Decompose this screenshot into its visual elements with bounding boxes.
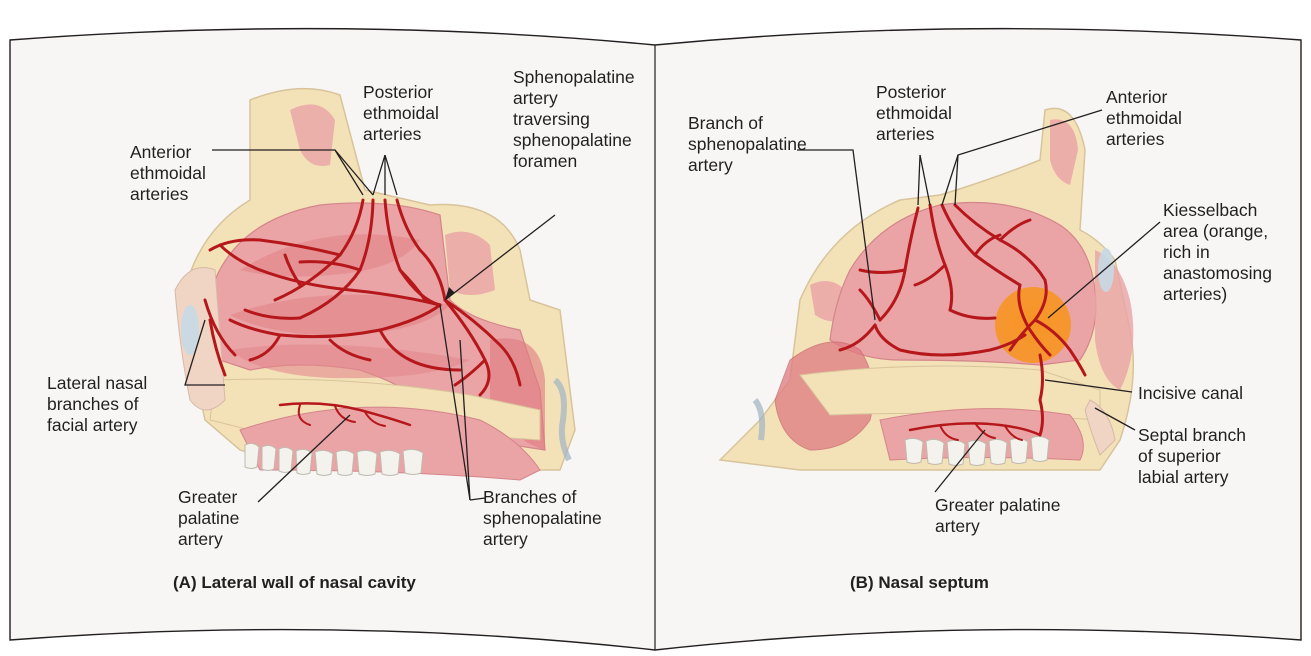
label-a-anterior-ethmoidal: Anterior ethmoidal arteries xyxy=(130,142,206,205)
label-b-anterior-ethmoidal: Anterior ethmoidal arteries xyxy=(1106,87,1182,150)
label-b-branch-sphenopalatine: Branch of sphenopalatine artery xyxy=(688,113,807,176)
caption-panel-a: (A) Lateral wall of nasal cavity xyxy=(173,573,416,593)
label-a-lateral-nasal: Lateral nasal branches of facial artery xyxy=(47,373,147,436)
kiesselbach-area xyxy=(995,287,1071,363)
label-b-posterior-ethmoidal: Posterior ethmoidal arteries xyxy=(876,82,952,145)
label-a-posterior-ethmoidal: Posterior ethmoidal arteries xyxy=(363,82,439,145)
label-a-sphenopalatine-traversing: Sphenopalatine artery traversing sphenop… xyxy=(513,67,635,172)
label-b-greater-palatine: Greater palatine artery xyxy=(935,495,1061,537)
caption-panel-b: (B) Nasal septum xyxy=(850,573,989,593)
label-b-kiesselbach: Kiesselbach area (orange, rich in anasto… xyxy=(1163,200,1272,305)
label-a-branches-sphenopalatine: Branches of sphenopalatine artery xyxy=(483,487,602,550)
label-b-incisive-canal: Incisive canal xyxy=(1138,383,1243,404)
label-a-greater-palatine: Greater palatine artery xyxy=(178,487,239,550)
label-b-septal-branch: Septal branch of superior labial artery xyxy=(1138,425,1246,488)
